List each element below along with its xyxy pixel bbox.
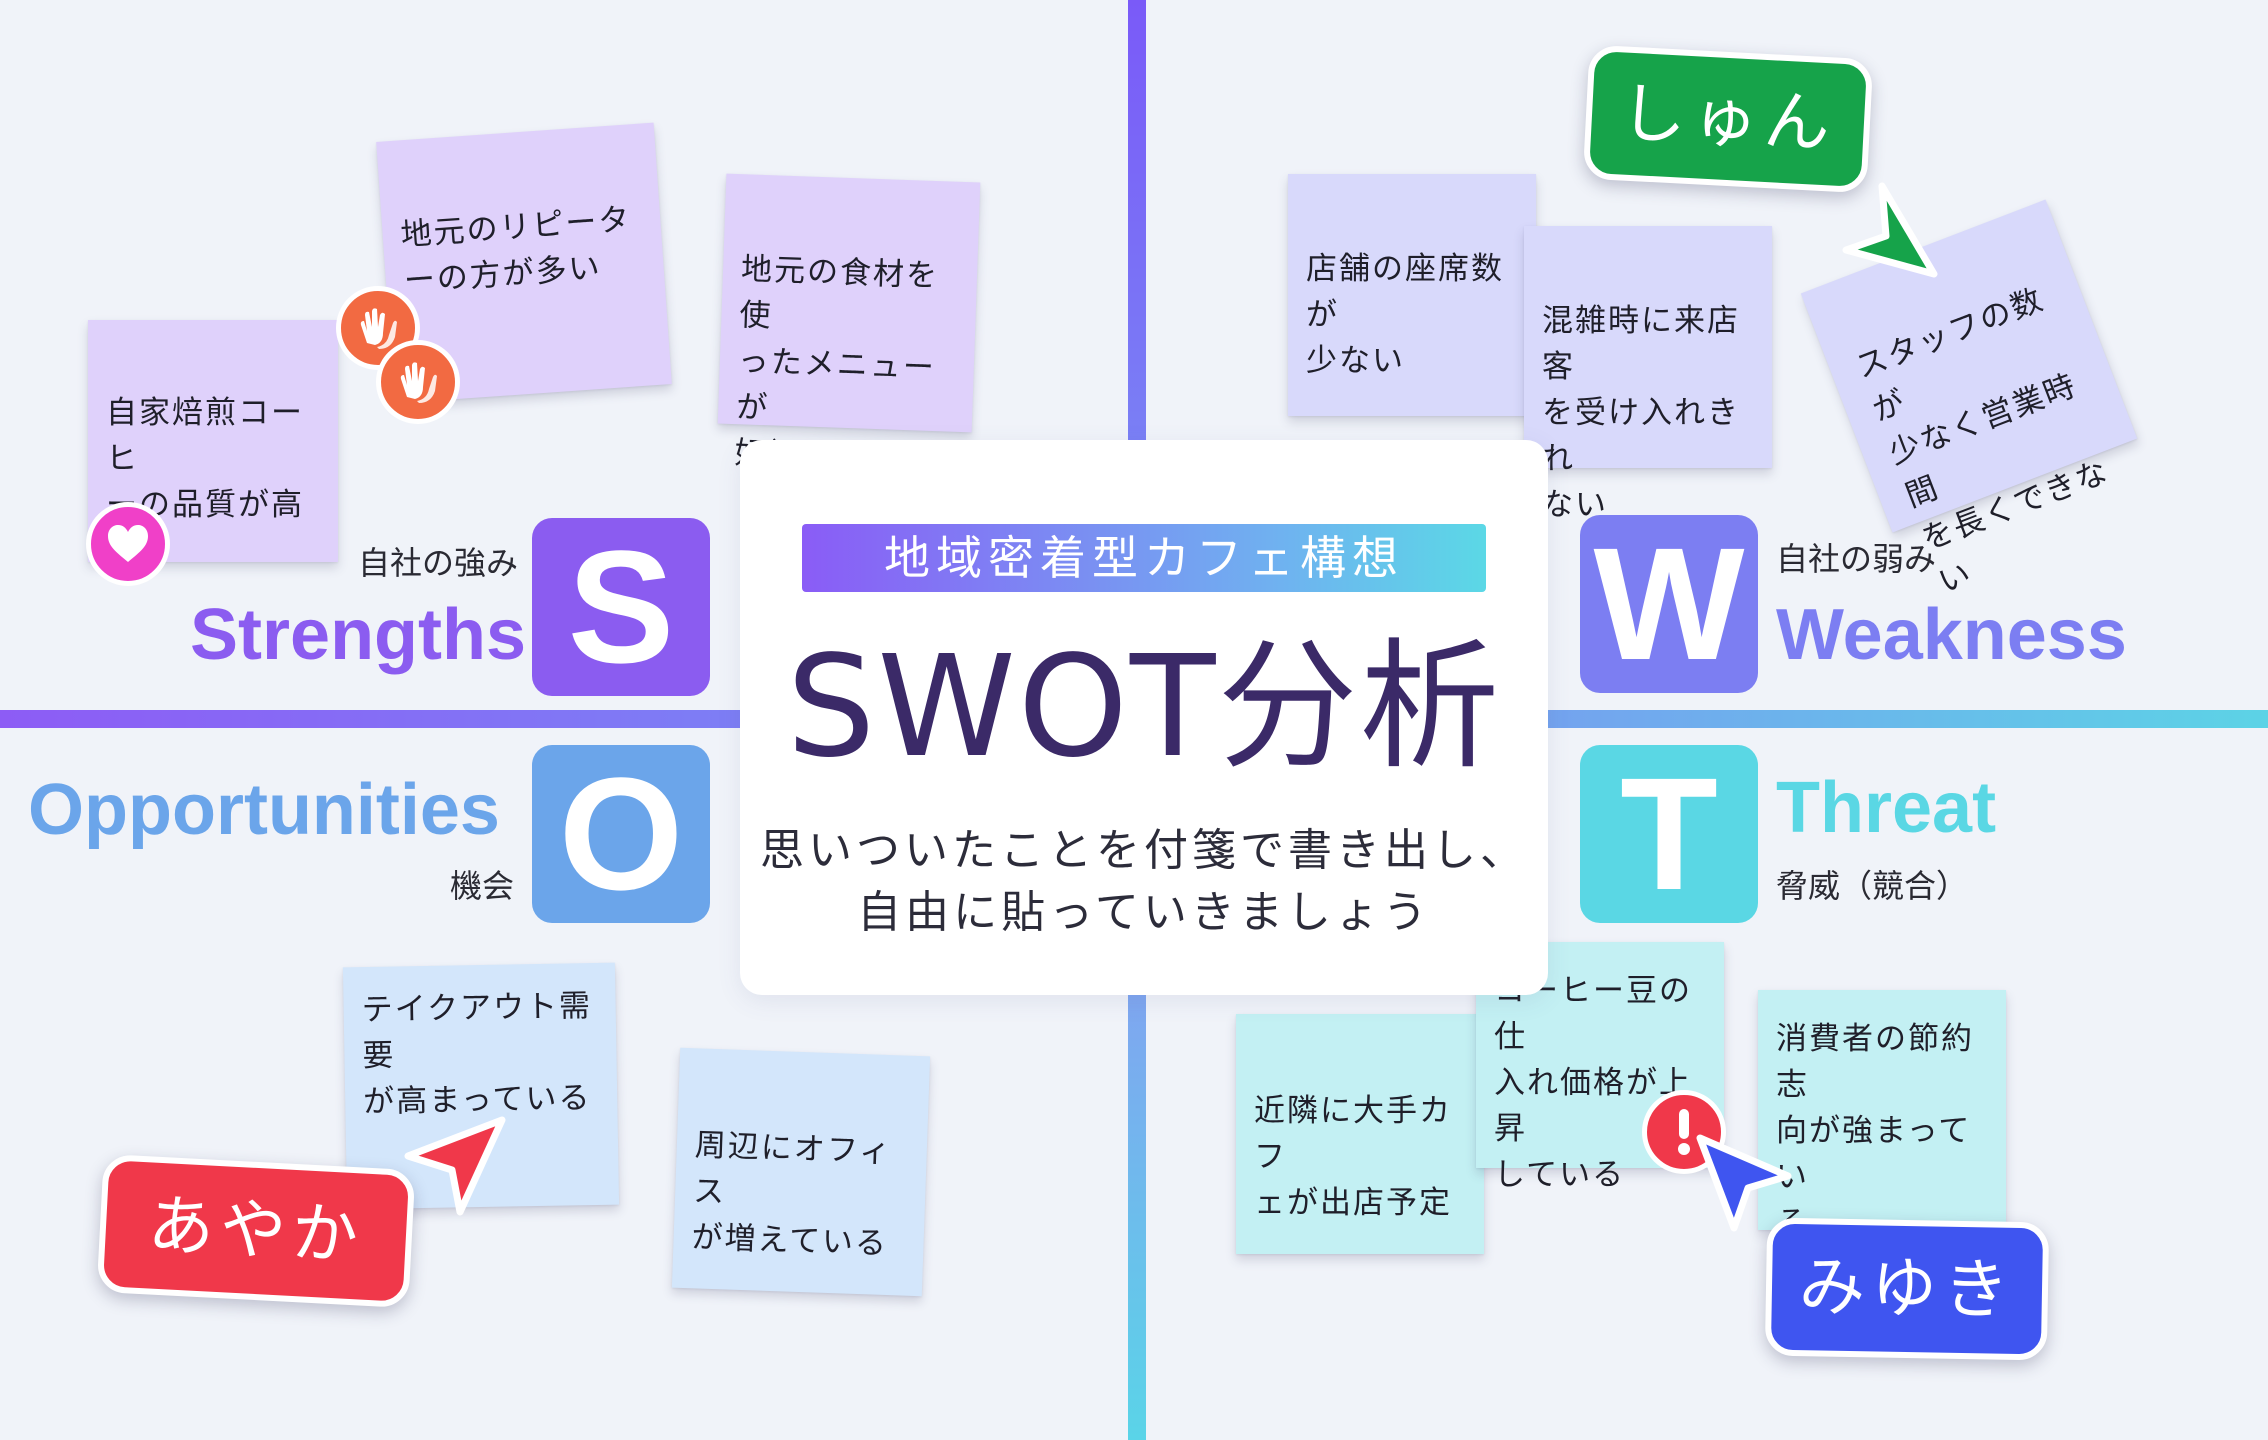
cursor-arrow-icon bbox=[1842, 182, 1938, 278]
heart-reaction[interactable] bbox=[86, 502, 170, 586]
center-card: 地域密着型カフェ構想 SWOT分析 思いついたことを付箋で書き出し、 自由に貼っ… bbox=[740, 440, 1548, 995]
user-label-shun: しゅん bbox=[1582, 44, 1874, 194]
note-text: 消費者の節約志 bbox=[1776, 1021, 1974, 1103]
instructions-line: 思いついたことを付箋で書き出し、 bbox=[760, 825, 1528, 876]
user-label-ayaka: あやか bbox=[96, 1153, 416, 1309]
opportunities-tile: O bbox=[532, 745, 710, 923]
note-text: 店舗の座席数が bbox=[1306, 251, 1504, 333]
sticky-note-o2[interactable]: 周辺にオフィス が増えている bbox=[671, 1047, 931, 1297]
note-text: ェが出店予定 bbox=[1254, 1185, 1452, 1221]
sticky-note-w2[interactable]: 混雑時に来店客 を受け入れきれ ない bbox=[1524, 226, 1772, 523]
threat-tile: T bbox=[1580, 745, 1758, 923]
cursor-arrow-icon bbox=[1696, 1134, 1792, 1232]
strengths-tile: S bbox=[532, 518, 710, 696]
note-text: ったメニューが bbox=[735, 343, 937, 427]
note-text: 近隣に大手カフ bbox=[1254, 1093, 1452, 1175]
threat-label: Threat bbox=[1776, 768, 1997, 848]
user-label-miyuki: みゆき bbox=[1764, 1217, 2050, 1361]
strengths-label: Strengths bbox=[190, 595, 527, 675]
clap-reaction[interactable] bbox=[376, 340, 460, 424]
horizontal-axis-left bbox=[0, 710, 740, 728]
note-text: 自家焙煎コーヒ bbox=[106, 395, 304, 477]
strengths-japanese-label: 自社の強み bbox=[358, 544, 519, 582]
threat-japanese-label: 脅威（競合） bbox=[1776, 867, 1969, 905]
note-text: している bbox=[1494, 1157, 1626, 1193]
note-text: 少ない bbox=[1306, 343, 1405, 379]
clap-icon bbox=[360, 308, 397, 349]
sticky-note-t1[interactable]: 近隣に大手カフ ェが出店予定 bbox=[1236, 1014, 1484, 1254]
note-text: 向が強まってい bbox=[1776, 1113, 1972, 1195]
weakness-tile: W bbox=[1580, 515, 1758, 693]
note-text: テイクアウト需要 bbox=[361, 988, 593, 1075]
page-title: SWOT分析 bbox=[786, 626, 1502, 789]
note-text: 周辺にオフィス bbox=[692, 1127, 893, 1211]
exclamation-icon bbox=[1678, 1109, 1690, 1155]
instructions-text: 思いついたことを付箋で書き出し、 自由に貼っていきましょう bbox=[740, 820, 1548, 944]
cursor-arrow-icon bbox=[404, 1116, 506, 1216]
instructions-line: 自由に貼っていきましょう bbox=[857, 887, 1431, 938]
note-text: を受け入れきれ bbox=[1542, 395, 1740, 477]
clap-icon bbox=[400, 362, 437, 403]
weakness-label: Weakness bbox=[1776, 595, 2127, 675]
vertical-axis-top bbox=[1128, 0, 1146, 440]
sticky-note-s2[interactable]: 地元の食材を使 ったメニューが 好評 bbox=[717, 173, 981, 473]
horizontal-axis-right bbox=[1548, 710, 2268, 728]
weakness-japanese-label: 自社の弱み bbox=[1776, 540, 1937, 578]
vertical-axis-bottom bbox=[1128, 995, 1146, 1440]
sticky-note-w1[interactable]: 店舗の座席数が 少ない bbox=[1288, 174, 1536, 416]
note-text: 混雑時に来店客 bbox=[1542, 303, 1740, 385]
opportunities-japanese-label: 機会 bbox=[450, 867, 515, 905]
note-text: 地元の食材を使 bbox=[738, 251, 940, 335]
opportunities-label: Opportunities bbox=[28, 770, 500, 850]
project-banner: 地域密着型カフェ構想 bbox=[802, 524, 1486, 592]
note-text: が増えている bbox=[691, 1219, 889, 1263]
note-text: 入れ価格が上昇 bbox=[1494, 1065, 1692, 1147]
heart-icon bbox=[108, 525, 148, 562]
